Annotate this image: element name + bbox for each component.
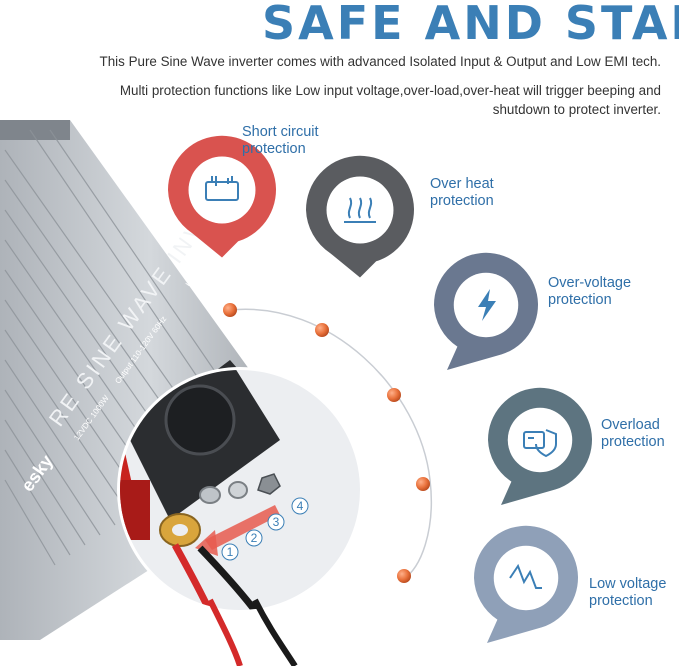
protection-pin-1 xyxy=(167,135,276,258)
description-line-2b: shutdown to protect inverter. xyxy=(492,102,661,117)
red-cable xyxy=(207,598,243,666)
connector-line xyxy=(229,308,432,579)
label-line-2: protection xyxy=(242,141,306,157)
label-line-1: Low voltage xyxy=(589,576,667,592)
headline: SAFE AND STABLE xyxy=(262,0,679,50)
label-line-1: Overload xyxy=(601,417,660,433)
black-cable xyxy=(252,598,298,666)
step-number-4: 4 xyxy=(297,499,304,513)
label-overload: Overload protection xyxy=(601,417,665,451)
step-number-3: 3 xyxy=(273,515,280,529)
label-line-2: protection xyxy=(589,593,653,609)
protection-pin-5 xyxy=(473,525,578,643)
label-line-2: protection xyxy=(430,193,494,209)
label-over-voltage: Over-voltage protection xyxy=(548,275,631,309)
label-line-2: protection xyxy=(601,434,665,450)
step-number-1: 1 xyxy=(227,545,234,559)
description-line-1: This Pure Sine Wave inverter comes with … xyxy=(99,54,661,69)
battery-icon xyxy=(205,176,239,201)
protection-pin-4 xyxy=(487,387,592,505)
protection-pin-2 xyxy=(305,155,414,278)
heat-icon xyxy=(344,197,376,223)
label-low-voltage: Low voltage protection xyxy=(589,576,666,610)
connector-nodes xyxy=(223,303,430,583)
step-number-2: 2 xyxy=(251,531,258,545)
label-short-circuit: Short circuit protection xyxy=(242,124,319,158)
pin-inner-circle xyxy=(507,407,573,473)
label-line-1: Over heat xyxy=(430,176,494,192)
description-line-2: Multi protection functions like Low inpu… xyxy=(61,81,661,119)
pin-inner-circle xyxy=(188,156,256,224)
label-over-heat: Over heat protection xyxy=(430,176,494,210)
lightning-icon xyxy=(478,289,496,321)
description-line-2a: Multi protection functions like Low inpu… xyxy=(119,83,661,98)
shield-battery-icon xyxy=(523,429,557,458)
label-line-1: Short circuit xyxy=(242,124,319,140)
protection-pin-3 xyxy=(433,252,538,370)
label-line-2: protection xyxy=(548,292,612,308)
waveform-icon xyxy=(509,563,542,589)
label-line-1: Over-voltage xyxy=(548,275,632,291)
